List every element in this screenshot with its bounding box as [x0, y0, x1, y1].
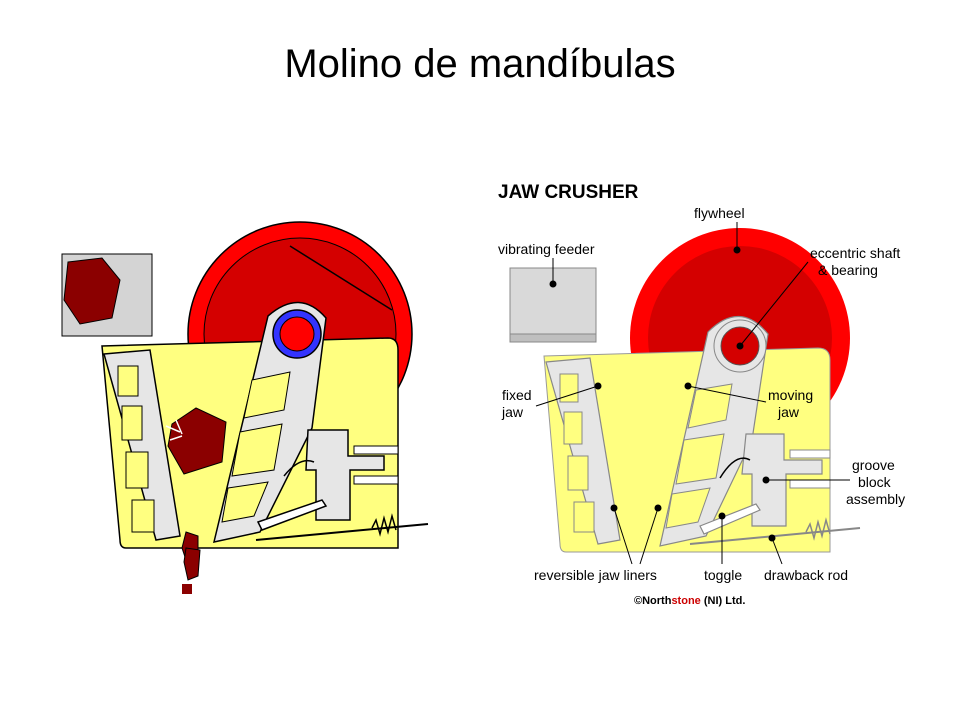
diagram-heading: JAW CRUSHER: [498, 182, 639, 203]
label-toggle: toggle: [704, 567, 742, 583]
label-vibrating-feeder: vibrating feeder: [498, 241, 595, 257]
drawback-rod: [255, 523, 429, 541]
flywheel-spoke: [289, 245, 393, 311]
label-fixed-jaw-line1: fixed: [502, 387, 532, 403]
label-moving-jaw-line2: jaw: [777, 404, 800, 420]
label-eccentric-bearing: & bearing: [818, 262, 878, 278]
left-crusher-animation: [61, 221, 429, 594]
moving-jaw-cell: [687, 383, 733, 429]
moving-jaw-cell: [221, 481, 269, 523]
label-flywheel: flywheel: [694, 205, 745, 221]
groove-slot: [353, 475, 399, 485]
fixed-jaw-cell: [573, 501, 595, 533]
label-reversible-jaw-liners: reversible jaw liners: [534, 567, 657, 583]
moving-jaw-cell: [243, 371, 291, 419]
fixed-jaw-cell: [125, 451, 149, 489]
moving-jaw-cell: [665, 487, 711, 529]
label-drawback-rod: drawback rod: [764, 567, 848, 583]
spring-wire: [283, 459, 315, 477]
crushing-spark: [165, 419, 183, 441]
moving-jaw: [659, 315, 769, 547]
copyright-brand-north: North: [642, 595, 672, 607]
groove-slot: [789, 449, 831, 459]
right-crusher-diagram: JAW CRUSHER: [498, 182, 905, 607]
label-fixed-jaw-line2: jaw: [501, 404, 524, 420]
drawback-spring: [371, 513, 397, 537]
feeder-base: [509, 333, 597, 343]
copyright-rest: (NI) Ltd.: [701, 595, 746, 607]
groove-block: [305, 429, 385, 521]
copyright-symbol: ©: [634, 595, 642, 607]
label-assembly: assembly: [846, 491, 905, 507]
eccentric-shaft: [279, 316, 315, 352]
label-eccentric-shaft: eccentric shaft: [810, 245, 900, 261]
fixed-jaw-cell: [121, 405, 143, 441]
fixed-jaw-cell: [559, 373, 579, 403]
copyright-brand-stone: stone: [671, 595, 700, 607]
crushing-rock: [167, 407, 227, 475]
fixed-jaw-cell: [567, 455, 589, 491]
drawback-rod: [689, 527, 861, 545]
feed-rock: [63, 257, 121, 325]
fixed-jaw-cell: [131, 499, 155, 533]
groove-slot: [353, 445, 399, 455]
moving-jaw: [212, 301, 327, 543]
fixed-jaw-cell: [563, 411, 583, 445]
fixed-jaw-cell: [117, 365, 139, 397]
fragment: [182, 584, 192, 594]
drawback-spring: [805, 517, 831, 541]
moving-jaw-cell: [675, 433, 725, 485]
toggle: [256, 499, 328, 531]
label-groove: groove: [852, 457, 895, 473]
copyright-line: ©Northstone (NI) Ltd.: [634, 595, 745, 607]
groove-slot: [789, 479, 831, 489]
leader-lines: [535, 222, 850, 565]
label-block: block: [858, 474, 892, 490]
moving-jaw-cell: [231, 423, 283, 477]
label-moving-jaw-line1: moving: [768, 387, 813, 403]
toggle: [699, 503, 761, 535]
slide-title: Molino de mandíbulas: [284, 42, 676, 86]
spring-wire: [719, 457, 751, 479]
fragment: [183, 547, 201, 581]
